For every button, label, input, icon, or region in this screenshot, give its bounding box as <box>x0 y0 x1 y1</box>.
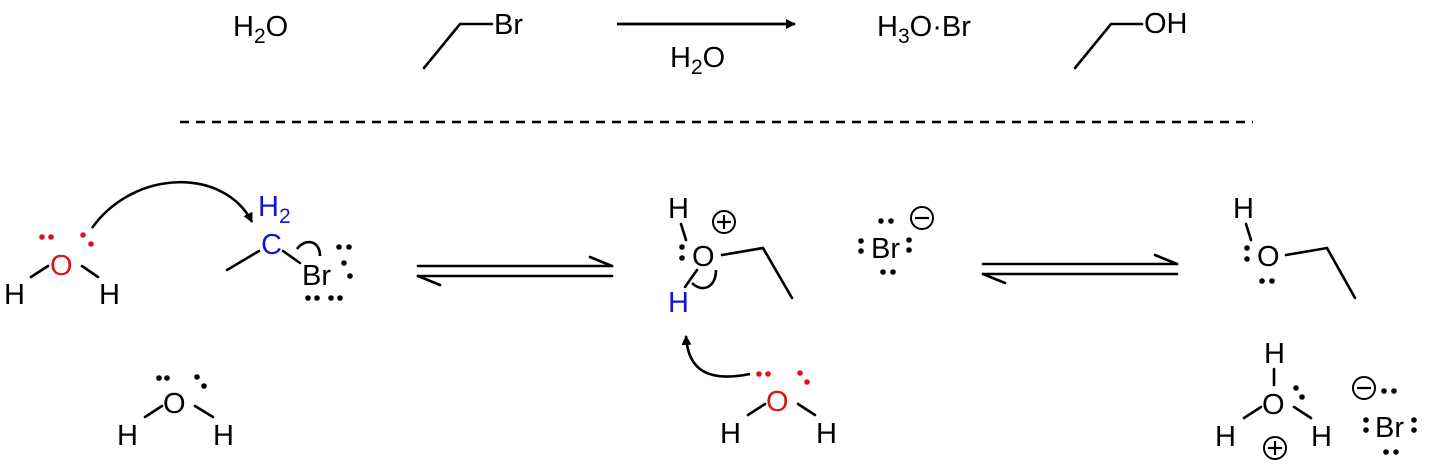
step2-deprotonation: H O H Br <box>668 193 934 450</box>
bromide-label-step2: Br <box>871 233 900 265</box>
hydronium-hydrogen-top: H <box>1264 338 1285 370</box>
oxonium-hydrogen-top: H <box>668 193 689 225</box>
base-hydrogen-left: H <box>720 418 741 450</box>
product-hydroxyl-label: OH <box>1144 8 1188 40</box>
methylene-hydrogens: H2 <box>258 191 291 228</box>
positive-charge-icon <box>1263 436 1287 460</box>
bond-electrons-curved-arrow <box>691 269 718 290</box>
step3-products: H O H O H H <box>1215 193 1417 460</box>
bromide-ion-step2: Br <box>858 206 934 275</box>
oxonium-oxygen: O <box>692 241 715 273</box>
base-oxygen: O <box>766 386 789 418</box>
ethanol-product: H O <box>1233 193 1357 300</box>
leaving-bromine: Br <box>302 260 331 292</box>
negative-charge-icon <box>1352 376 1376 400</box>
hydronium-hydrogen-left: H <box>1215 421 1236 453</box>
hydronium-oxygen: O <box>1262 389 1285 421</box>
bromide-ion-step3: Br <box>1352 376 1417 455</box>
ethanol-hydrogen: H <box>1233 193 1254 225</box>
ethanol-oxygen: O <box>1257 241 1280 273</box>
reactant-bromine-label: Br <box>494 9 523 41</box>
hydronium-hydrogen-right: H <box>1311 421 1332 453</box>
reactant-water-label: H2O <box>233 11 288 48</box>
negative-charge-icon <box>910 206 934 230</box>
spectator-water: O H H <box>117 374 234 452</box>
equilibrium-arrow-1 <box>416 255 614 287</box>
water-oxygen: O <box>50 250 73 282</box>
product-salt-label: H3O·Br <box>877 11 971 48</box>
spectator-hydrogen-right: H <box>213 420 234 452</box>
acidic-hydrogen: H <box>668 287 689 319</box>
equilibrium-arrow-2 <box>981 253 1179 285</box>
bromide-label-step3: Br <box>1375 412 1404 444</box>
leaving-group-curved-arrow <box>295 240 322 257</box>
positive-charge-icon <box>712 210 736 234</box>
step1-nucleophilic-attack: O H H H2 C Br O <box>4 180 353 452</box>
spectator-oxygen: O <box>163 388 186 420</box>
attack-curved-arrow <box>90 180 254 229</box>
ethanol-product-structure: OH <box>1073 8 1188 70</box>
reaction-condition-label: H2O <box>670 42 725 79</box>
water-hydrogen-left: H <box>4 279 25 311</box>
spectator-hydrogen-left: H <box>117 420 138 452</box>
water-base: O H H <box>720 370 837 450</box>
ethyl-bromide-electrophile: H2 C Br <box>225 191 353 301</box>
water-hydrogen-right: H <box>99 279 120 311</box>
water-nucleophile: O H H <box>4 232 120 311</box>
base-hydrogen-right: H <box>816 418 837 450</box>
oxonium-ion: H O H <box>668 193 794 319</box>
overall-reaction: H2O Br H2O H3O·Br OH <box>233 8 1188 79</box>
hydronium-ion: H O H H <box>1215 338 1332 460</box>
ethyl-bromide-structure: Br <box>422 9 523 70</box>
electrophilic-carbon: C <box>261 229 282 261</box>
deprotonation-curved-arrow <box>681 335 751 378</box>
